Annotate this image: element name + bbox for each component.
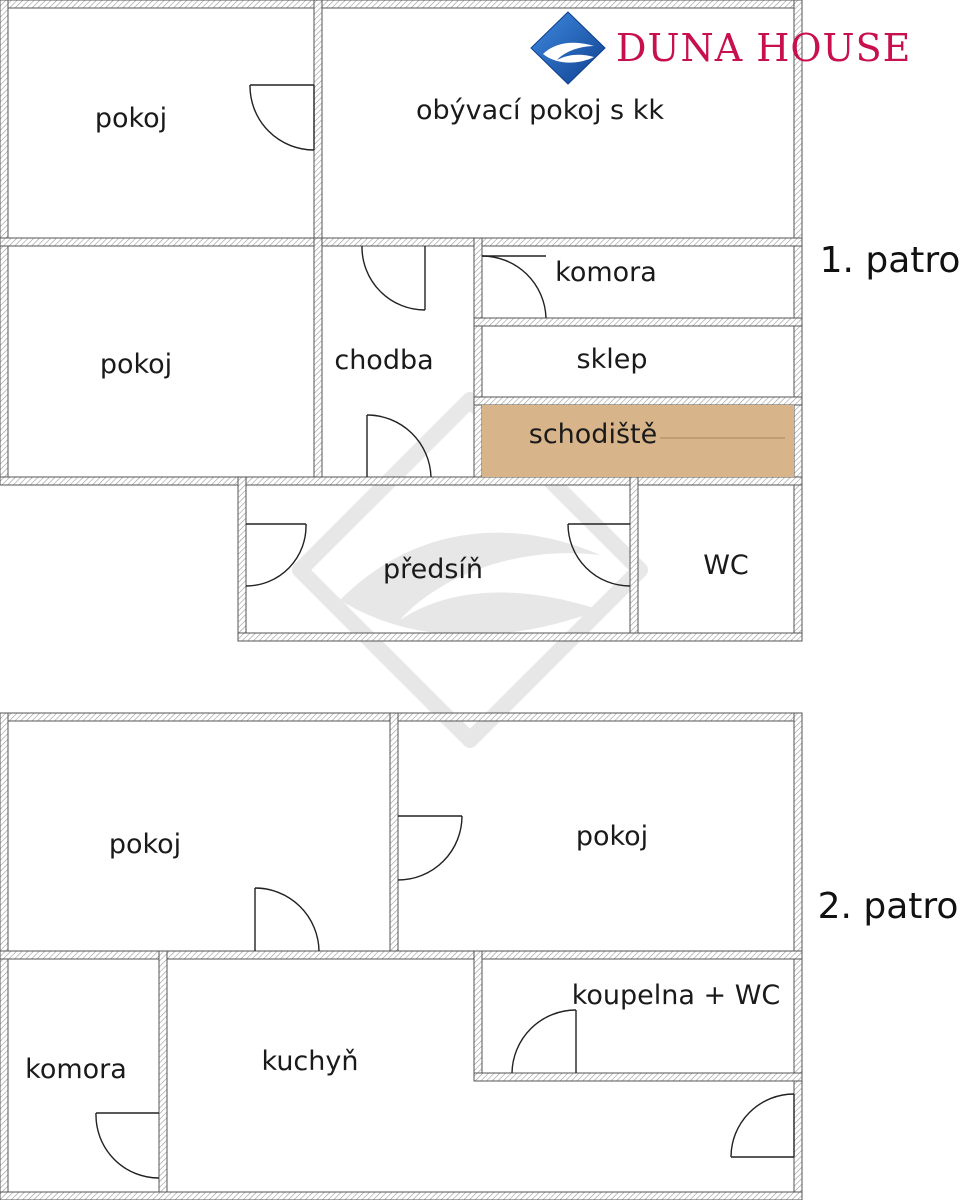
- room-label-koupelna: koupelna + WC: [572, 980, 781, 1011]
- room-label-komora-1: komora: [555, 257, 657, 288]
- brand-logo: DUNA HOUSE: [530, 11, 911, 85]
- floor-2-labels: pokoj pokoj komora kuchyň koupelna + WC: [25, 821, 780, 1085]
- room-label-pokoj-1: pokoj: [95, 103, 167, 134]
- room-label-pokoj-4: pokoj: [576, 821, 648, 852]
- floor-1-doors: [245, 84, 631, 587]
- floor-2-doors: [95, 815, 795, 1179]
- brand-name: DUNA HOUSE: [616, 26, 911, 70]
- floor-label-2: 2. patro: [818, 886, 959, 927]
- room-label-obyvaci-pokoj: obývací pokoj s kk: [416, 95, 664, 126]
- floor-1-labels: pokoj obývací pokoj s kk pokoj chodba ko…: [95, 95, 749, 585]
- room-label-chodba: chodba: [334, 345, 433, 376]
- room-label-pokoj-3: pokoj: [109, 829, 181, 860]
- room-label-sklep: sklep: [577, 344, 648, 375]
- floor-1-walls: [0, 0, 803, 642]
- floor-label-1: 1. patro: [820, 240, 961, 281]
- room-label-kuchyn: kuchyň: [262, 1046, 359, 1077]
- room-label-wc: WC: [703, 550, 749, 581]
- watermark-logo-icon: [292, 392, 648, 748]
- room-label-predsin: předsíň: [383, 554, 483, 585]
- duna-house-wave-diamond-icon: [530, 11, 606, 85]
- room-label-schodiste: schodiště: [529, 419, 657, 450]
- room-label-pokoj-2: pokoj: [100, 349, 172, 380]
- floor-2-walls: [0, 712, 803, 1200]
- room-label-komora-2: komora: [25, 1054, 127, 1085]
- stairs-area: [482, 405, 794, 477]
